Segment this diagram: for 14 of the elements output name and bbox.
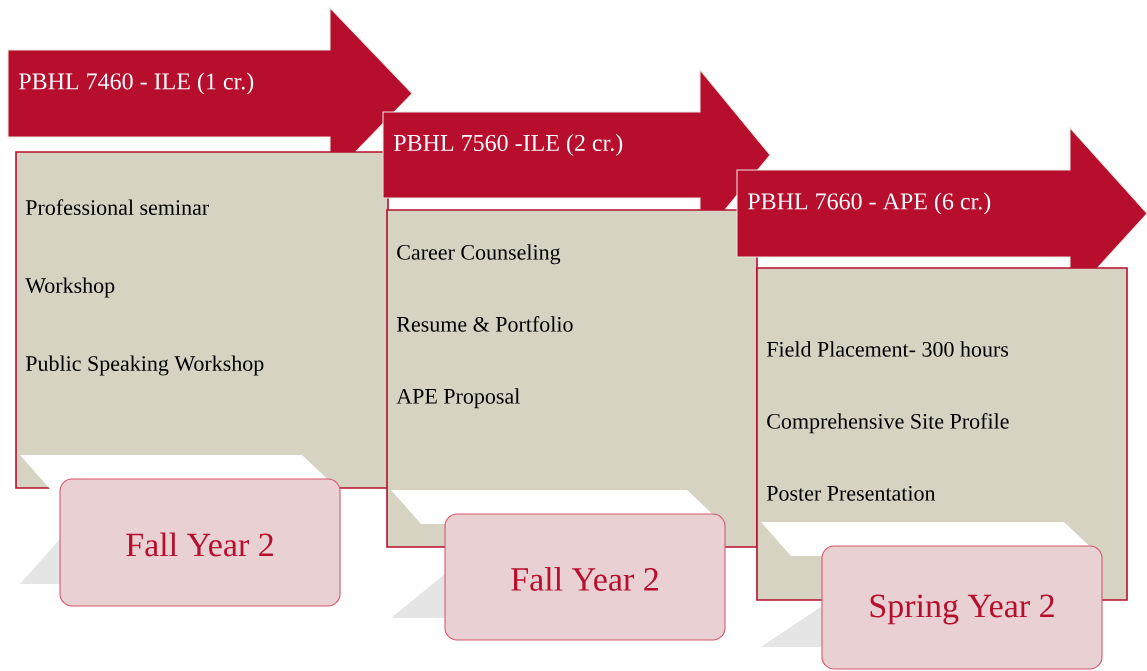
list-item: Poster Presentation xyxy=(766,485,936,501)
list-item: Professional seminar xyxy=(25,199,209,215)
list-item: APE Proposal xyxy=(396,388,520,409)
list-item: Comprehensive Site Profile xyxy=(767,413,1009,434)
term-box: Fall Year 2 xyxy=(444,513,726,641)
list-item: Resume & Portfolio xyxy=(396,316,573,332)
term-box: Fall Year 2 xyxy=(59,478,341,607)
list-item: Career Counseling xyxy=(397,244,561,265)
list-item: Public Speaking Workshop xyxy=(25,355,264,376)
arrow-band: PBHL 7660 - APE (6 cr.) xyxy=(736,126,1147,300)
term-box: Spring Year 2 xyxy=(821,545,1103,670)
list-item: Field Placement- 300 hours xyxy=(766,341,1009,357)
list-item: Workshop xyxy=(25,277,115,298)
content-box xyxy=(15,151,389,489)
